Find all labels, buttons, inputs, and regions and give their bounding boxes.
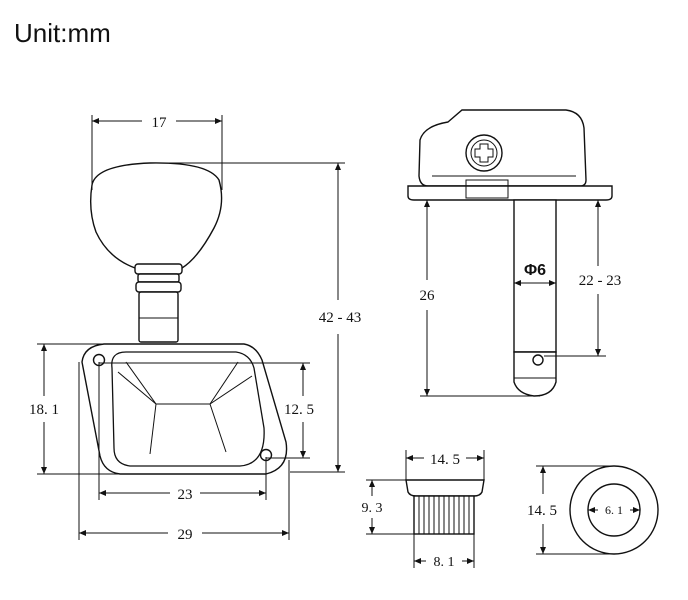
washer-view: 14. 5 6. 1 [527, 465, 659, 555]
knob-shape [89, 162, 223, 269]
housing-cap [418, 109, 587, 187]
dim-washer-outer: 14. 5 [527, 503, 557, 519]
dim-post-length: 26 [420, 288, 436, 304]
dim-bushing-bottom: 8. 1 [434, 555, 455, 570]
dim-bushing-top: 14. 5 [430, 452, 460, 468]
dim-plate-width: 29 [178, 527, 193, 543]
dim-washer-inner: 6. 1 [605, 503, 623, 517]
dim-total-height: 42 - 43 [319, 310, 362, 326]
string-post [513, 199, 557, 397]
dim-hole-spacing: 23 [178, 487, 193, 503]
dim-knob-width: 17 [152, 115, 168, 131]
front-view: 17 42 - 43 18. 1 12. 5 23 29 [29, 115, 361, 543]
dim-hole-vertical: 12. 5 [284, 402, 314, 418]
dim-bushing-height: 9. 3 [362, 501, 383, 516]
flange [407, 185, 613, 201]
shaft [134, 263, 183, 343]
unit-title: Unit:mm [14, 18, 111, 48]
dim-post-range: 22 - 23 [579, 273, 622, 289]
mounting-plate [81, 343, 288, 475]
side-view: 26 Φ6 22 - 23 [407, 109, 622, 397]
dim-post-diameter: Φ6 [524, 262, 546, 279]
screw-icon [465, 134, 503, 172]
bushing-top [405, 479, 485, 497]
bushing-view: 14. 5 9. 3 8. 1 [362, 450, 485, 570]
dim-plate-height: 18. 1 [29, 402, 59, 418]
